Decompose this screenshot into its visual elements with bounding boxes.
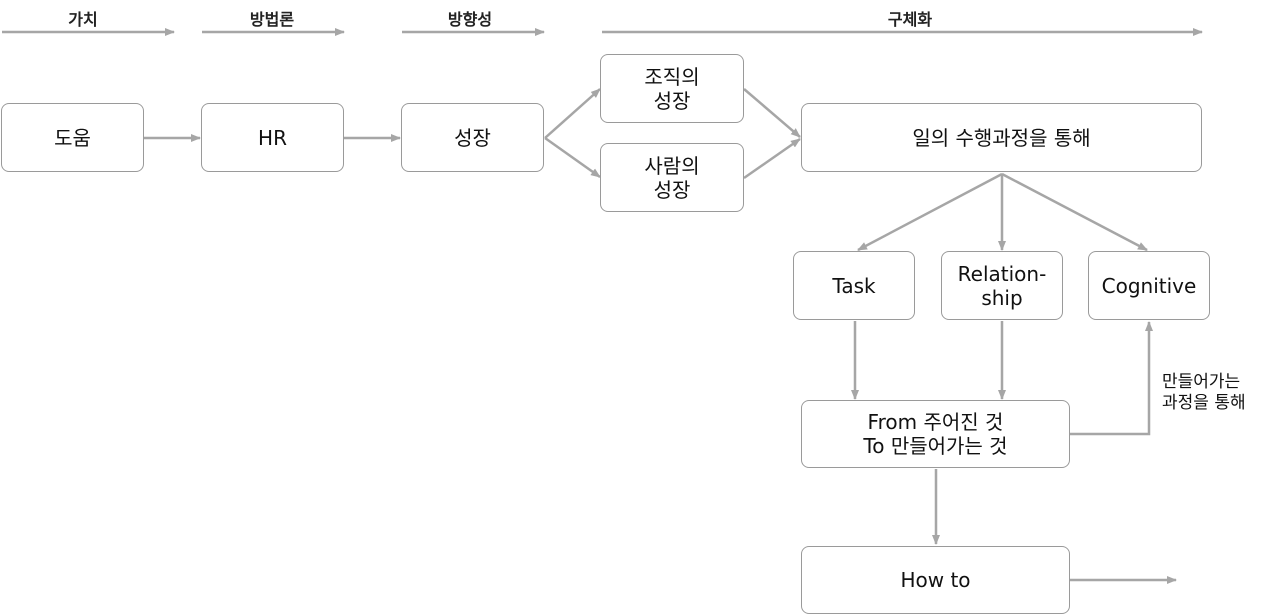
annotation-through-process: 만들어가는 과정을 통해 <box>1162 372 1246 413</box>
node-org-growth: 조직의 성장 <box>600 54 744 123</box>
node-cognitive-label: Cognitive <box>1101 273 1197 298</box>
node-people-growth-label: 사람의 성장 <box>644 153 700 202</box>
arrow-growth-to-people <box>544 136 601 179</box>
node-growth: 성장 <box>401 103 544 172</box>
node-from-to-label: From 주어진 것 To 만들어가는 것 <box>863 410 1008 458</box>
node-hr: HR <box>201 103 344 172</box>
node-growth-label: 성장 <box>454 125 491 150</box>
node-relationship-label: Relation- ship <box>957 261 1047 310</box>
node-relationship: Relation- ship <box>941 251 1063 320</box>
node-task: Task <box>793 251 915 320</box>
node-cognitive: Cognitive <box>1088 251 1210 320</box>
node-help-label: 도움 <box>54 125 91 150</box>
node-how-to: How to <box>801 546 1070 614</box>
node-help: 도움 <box>1 103 144 172</box>
arrow-org-to-work <box>743 88 801 138</box>
node-people-growth: 사람의 성장 <box>600 143 744 212</box>
arrow-fromto-to-cognitive <box>1070 321 1153 436</box>
header-realization: 구체화 <box>887 10 933 29</box>
header-direction: 방향성 <box>447 10 493 29</box>
arrow-growth-to-org <box>544 88 601 139</box>
arrow-people-to-work <box>743 137 801 180</box>
node-how-to-label: How to <box>900 568 971 592</box>
arrow-work-to-task <box>857 172 1003 252</box>
node-work-process-label: 일의 수행과정을 통해 <box>912 125 1091 150</box>
node-hr-label: HR <box>258 125 287 150</box>
node-work-process: 일의 수행과정을 통해 <box>801 103 1202 172</box>
header-methodology: 방법론 <box>249 10 295 29</box>
arrow-work-to-cognitive <box>1001 172 1148 252</box>
node-org-growth-label: 조직의 성장 <box>644 64 700 113</box>
header-value: 가치 <box>68 10 98 29</box>
node-task-label: Task <box>832 273 876 298</box>
node-from-to: From 주어진 것 To 만들어가는 것 <box>801 400 1070 468</box>
